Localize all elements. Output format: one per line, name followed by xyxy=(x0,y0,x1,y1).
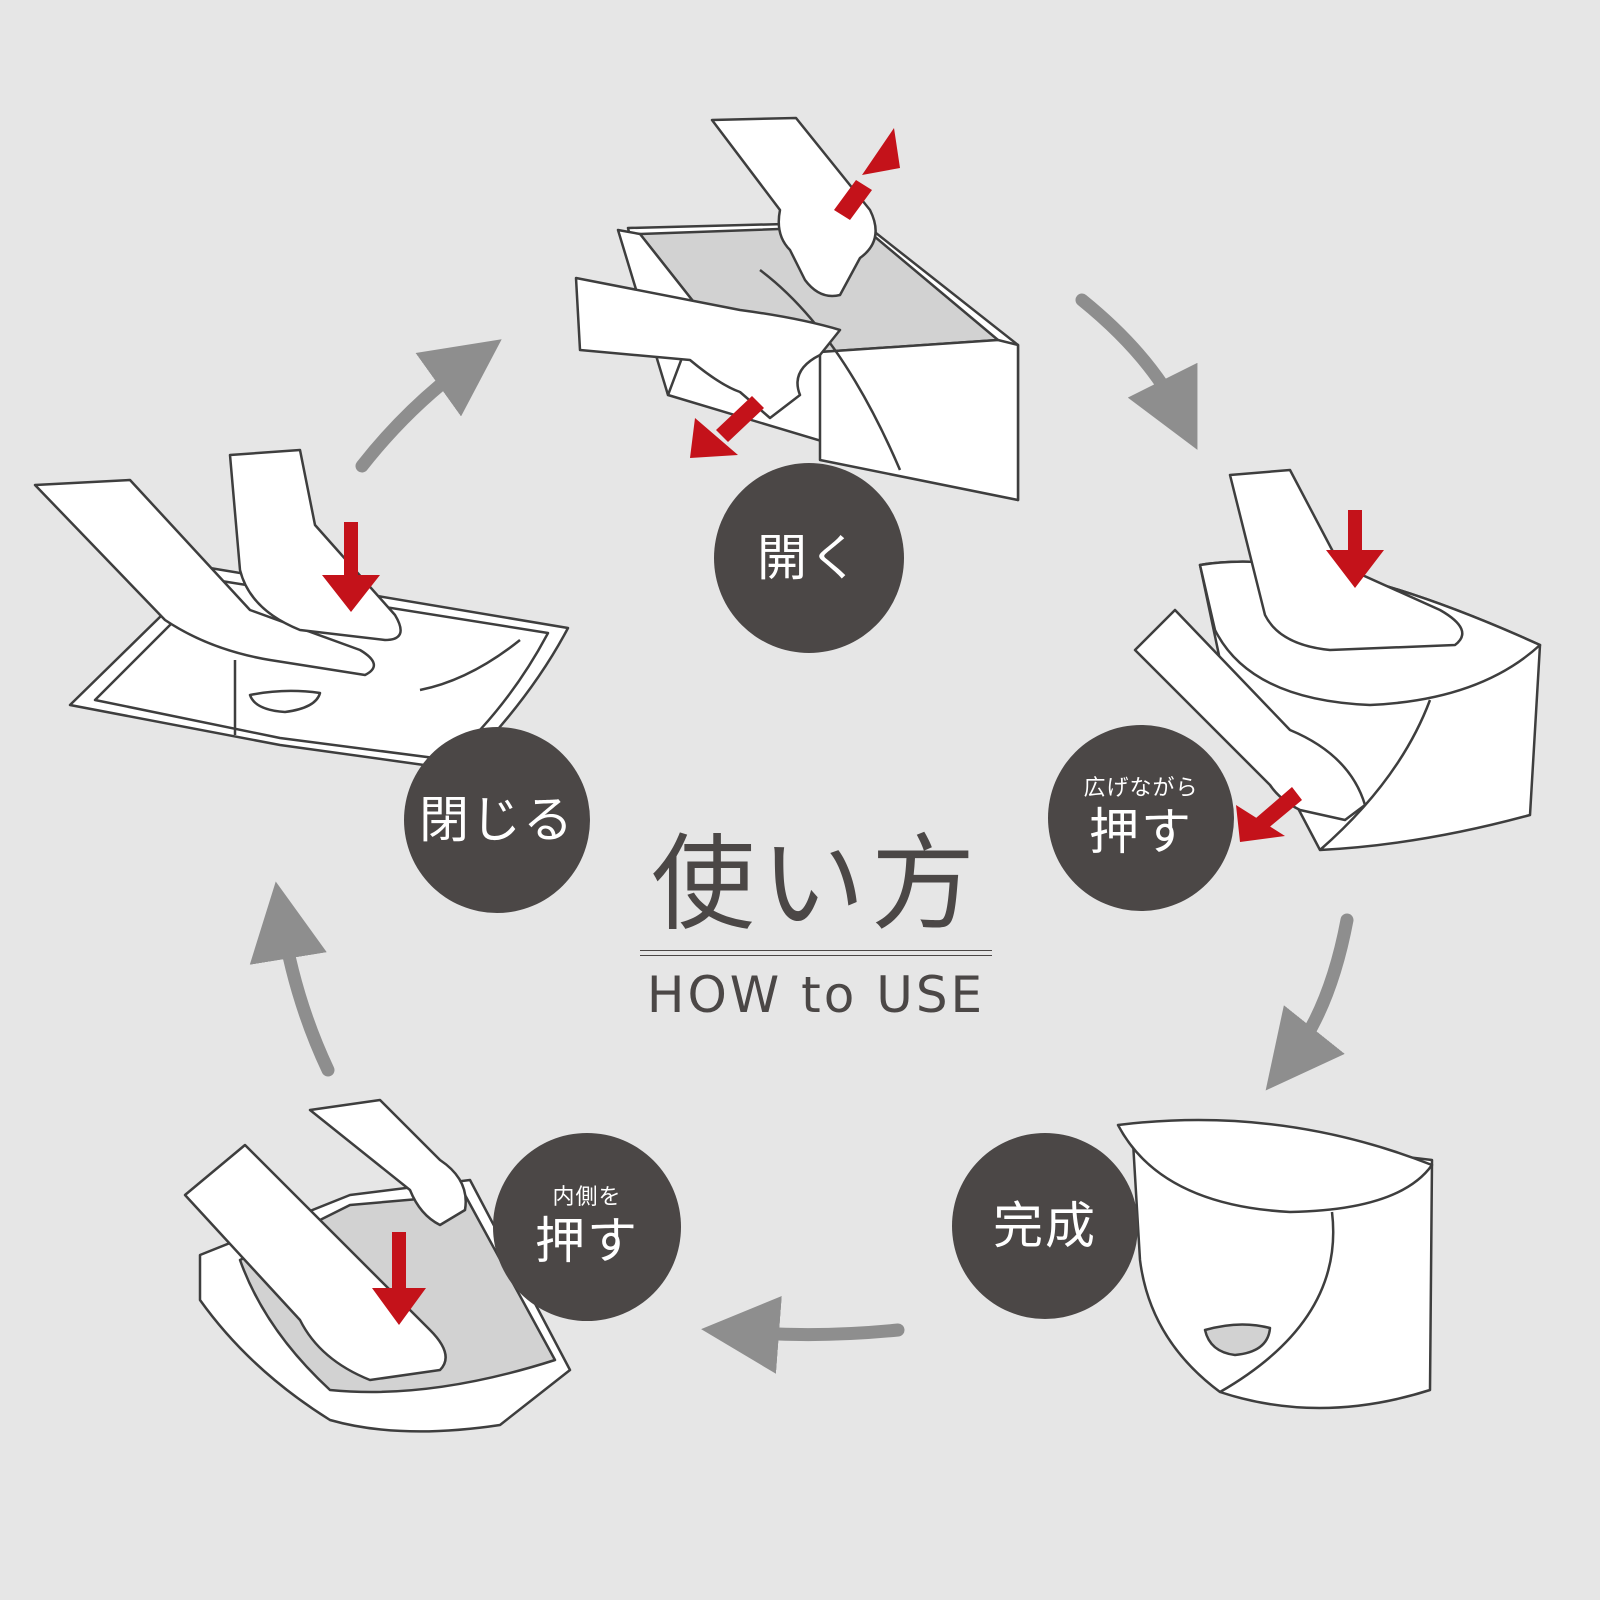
title-divider xyxy=(640,950,992,951)
title-divider xyxy=(640,955,992,956)
step-label: 閉じる xyxy=(419,794,575,847)
step-badge-spread-press: 広げながら 押す xyxy=(1048,725,1234,911)
step-label: 押す xyxy=(1089,806,1193,859)
illustration-close-step xyxy=(35,450,568,770)
step-label: 押す xyxy=(535,1215,639,1268)
illustration-open-step xyxy=(576,118,1018,500)
step-sublabel: 広げながら xyxy=(1083,777,1198,800)
step-badge-close: 閉じる xyxy=(404,727,590,913)
step-sublabel: 内側を xyxy=(552,1186,621,1209)
cycle-arrow-done-to-inside xyxy=(740,1330,898,1335)
cycle-arrow-open-to-spread xyxy=(1082,300,1180,415)
step-badge-open: 開く xyxy=(714,463,904,653)
page-title: 使い方 xyxy=(640,832,992,936)
cycle-arrow-spread-to-done xyxy=(1290,920,1347,1060)
page-subtitle: HOW to USE xyxy=(640,970,992,1020)
red-arrow-down-left xyxy=(1236,787,1302,842)
title-block: 使い方 HOW to USE xyxy=(640,832,992,1020)
step-badge-press-inside: 内側を 押す xyxy=(493,1133,681,1321)
step-label: 完成 xyxy=(993,1200,1097,1253)
cycle-arrow-inside-to-close xyxy=(282,920,328,1070)
cycle-arrow-close-to-open xyxy=(362,362,470,466)
step-badge-done: 完成 xyxy=(952,1133,1138,1319)
step-label: 開く xyxy=(757,532,861,585)
illustration-done-step xyxy=(1118,1120,1432,1408)
